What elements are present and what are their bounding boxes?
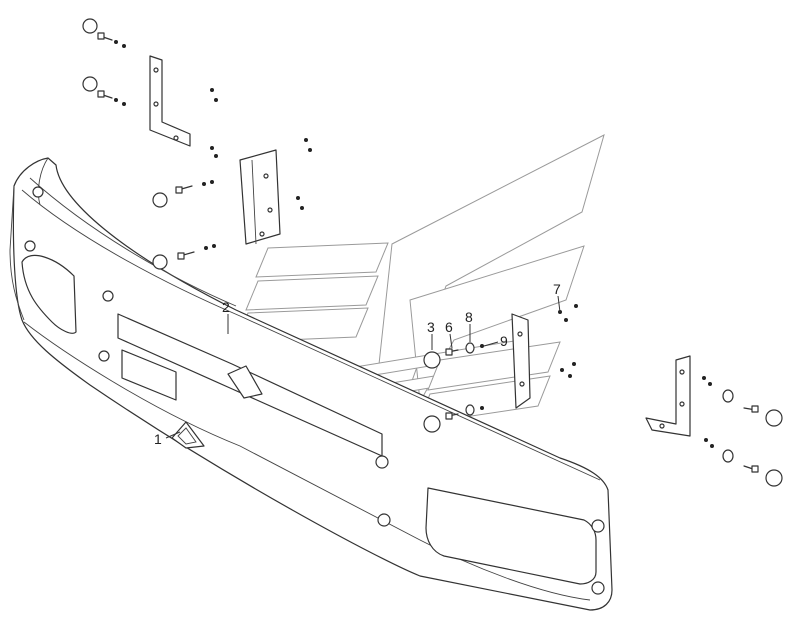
callout-leaders (165, 295, 561, 439)
tow-hole-cover (171, 421, 205, 449)
fastener-dots-top (114, 40, 312, 210)
mounting-bracket-center (152, 149, 281, 270)
bumper-assembly (9, 157, 613, 611)
callout-8: 8 (465, 309, 473, 325)
callout-1: 1 (154, 431, 162, 447)
callout-9: 9 (500, 333, 508, 349)
callout-3: 3 (427, 319, 435, 335)
callout-labels: 1 2 3 6 7 8 9 (154, 281, 561, 447)
mounting-bracket (82, 18, 191, 147)
callout-7: 7 (553, 281, 561, 297)
callout-6: 6 (445, 319, 453, 335)
mounting-bracket-right (423, 304, 578, 433)
callout-2: 2 (222, 299, 230, 315)
mounting-bracket-far-right (645, 355, 783, 487)
